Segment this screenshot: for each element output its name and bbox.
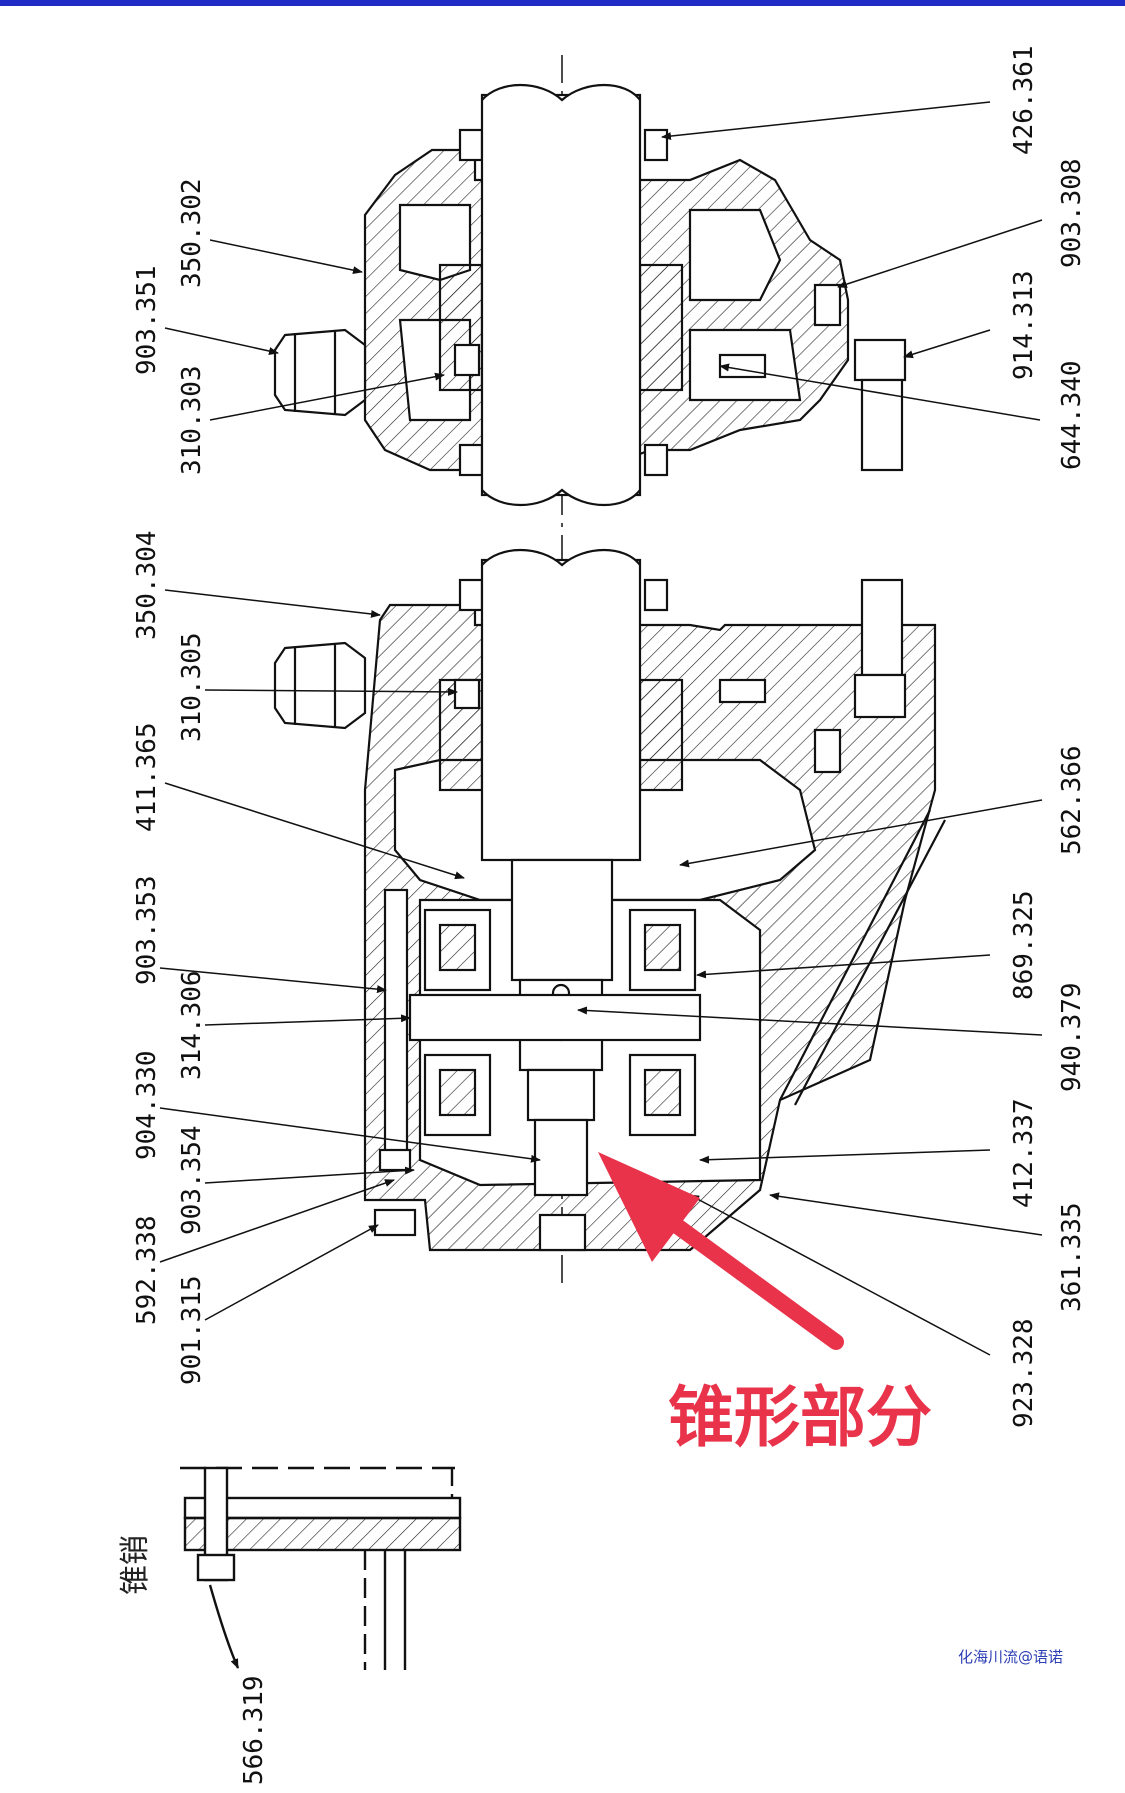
label-350-304: 350.304	[132, 530, 162, 640]
lower-shaft	[480, 558, 642, 862]
label-903-354: 903.354	[177, 1125, 207, 1235]
label-592-338: 592.338	[132, 1215, 162, 1325]
label-903-353: 903.353	[132, 875, 162, 985]
label-310-303: 310.303	[177, 365, 207, 475]
cone-pin-detail	[180, 1466, 462, 1670]
label-566-319: 566.319	[239, 1675, 269, 1785]
cone-part-arrow	[598, 1152, 844, 1350]
label-cone-pin: 锥销	[118, 1535, 153, 1595]
left-long-bolt	[383, 888, 409, 1172]
upper-left-plug	[273, 328, 367, 417]
label-901-315: 901.315	[177, 1275, 207, 1385]
label-411-365: 411.365	[132, 722, 162, 832]
lower-view	[273, 548, 946, 1252]
label-903-308: 903.308	[1057, 158, 1087, 268]
lower-bearing-right	[638, 678, 684, 792]
label-562-366: 562.366	[1057, 745, 1087, 855]
author-credit: 化海川流@语诺	[958, 1648, 1064, 1666]
label-350-302: 350.302	[177, 178, 207, 288]
cone-section	[533, 1118, 589, 1197]
gear-bearing-right	[628, 908, 697, 1137]
label-869-325: 869.325	[1009, 890, 1039, 1000]
label-644-340: 644.340	[1057, 360, 1087, 470]
label-cone-part: 锥形部分	[668, 1379, 932, 1456]
label-361-335: 361.335	[1057, 1202, 1087, 1312]
label-940-379: 940.379	[1057, 982, 1087, 1092]
label-904-330: 904.330	[132, 1050, 162, 1160]
label-426-361: 426.361	[1009, 45, 1039, 155]
stub-shaft	[510, 858, 614, 982]
upper-bearing-right	[638, 263, 684, 392]
gear-bearing-left	[423, 908, 492, 1137]
lower-right-bolt	[860, 578, 904, 677]
upper-right-bolt	[853, 338, 907, 382]
upper-view	[273, 83, 907, 507]
label-903-351: 903.351	[132, 265, 162, 375]
cross-pin	[408, 993, 702, 1042]
top-accent-bar	[0, 0, 1125, 6]
leader-lines	[159, 101, 1043, 1356]
label-310-305: 310.305	[177, 632, 207, 742]
label-314-306: 314.306	[177, 970, 207, 1080]
label-412-337: 412.337	[1009, 1098, 1039, 1208]
lower-left-plug	[273, 641, 367, 730]
upper-shaft	[480, 93, 642, 497]
label-923-328: 923.328	[1009, 1318, 1039, 1428]
label-914-313: 914.313	[1009, 270, 1039, 380]
